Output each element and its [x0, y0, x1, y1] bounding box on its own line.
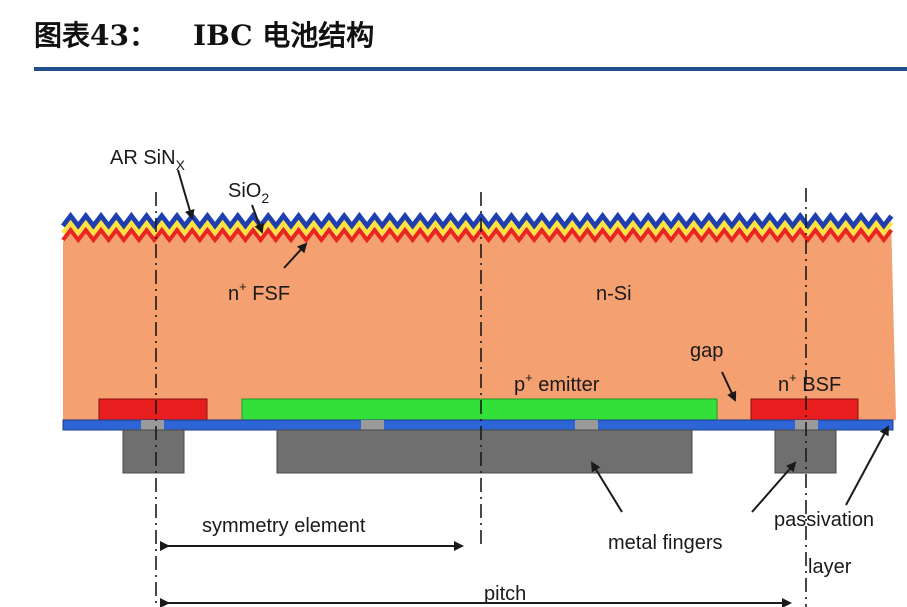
fsf-label: n+ FSF: [228, 279, 290, 305]
sio2-arrow: [251, 204, 264, 234]
ar-sinx-layer: [61, 211, 894, 231]
n-fsf-layer: [61, 226, 893, 244]
metal-finger-left: [122, 429, 185, 474]
passivation-label-line2: layer: [808, 556, 852, 578]
gap-arrow: [721, 371, 737, 402]
sio2-layer: [61, 219, 893, 237]
figure-number: 图表43：: [34, 19, 157, 52]
figure-header: 图表43： IBC 电池结构: [34, 14, 374, 60]
passivation-label-line1: passivation: [774, 509, 874, 531]
n-bsf-label: n+ BSF: [778, 370, 841, 396]
metal-arrow-right: [751, 461, 797, 513]
sio2-label: SiO2: [228, 180, 269, 206]
figure-title: IBC 电池结构: [192, 19, 375, 52]
gap-label: gap: [690, 340, 723, 362]
n-bsf-right: [750, 398, 859, 421]
symmetry-element-label: symmetry element: [202, 515, 366, 537]
header-rule: [34, 67, 907, 71]
metal-arrow-center: [590, 461, 623, 513]
ar-sinx-label: AR SiNX: [110, 147, 186, 173]
metal-finger-center: [276, 429, 693, 474]
ar-sinx-arrow: [177, 169, 195, 220]
p-emitter-region: [241, 398, 718, 421]
metal-fingers-label: metal fingers: [608, 532, 723, 554]
n-si-body: [63, 232, 896, 420]
passivation-layer: [62, 419, 894, 431]
contact-opening: [141, 420, 164, 430]
contact-opening: [361, 420, 384, 430]
n-bsf-left: [98, 398, 208, 421]
fsf-arrow: [283, 242, 308, 269]
contact-opening: [575, 420, 598, 430]
pitch-label: pitch: [484, 583, 526, 605]
passivation-arrow: [845, 425, 889, 506]
p-emitter-label: p+ emitter: [514, 370, 600, 396]
n-si-label: n-Si: [596, 283, 632, 305]
